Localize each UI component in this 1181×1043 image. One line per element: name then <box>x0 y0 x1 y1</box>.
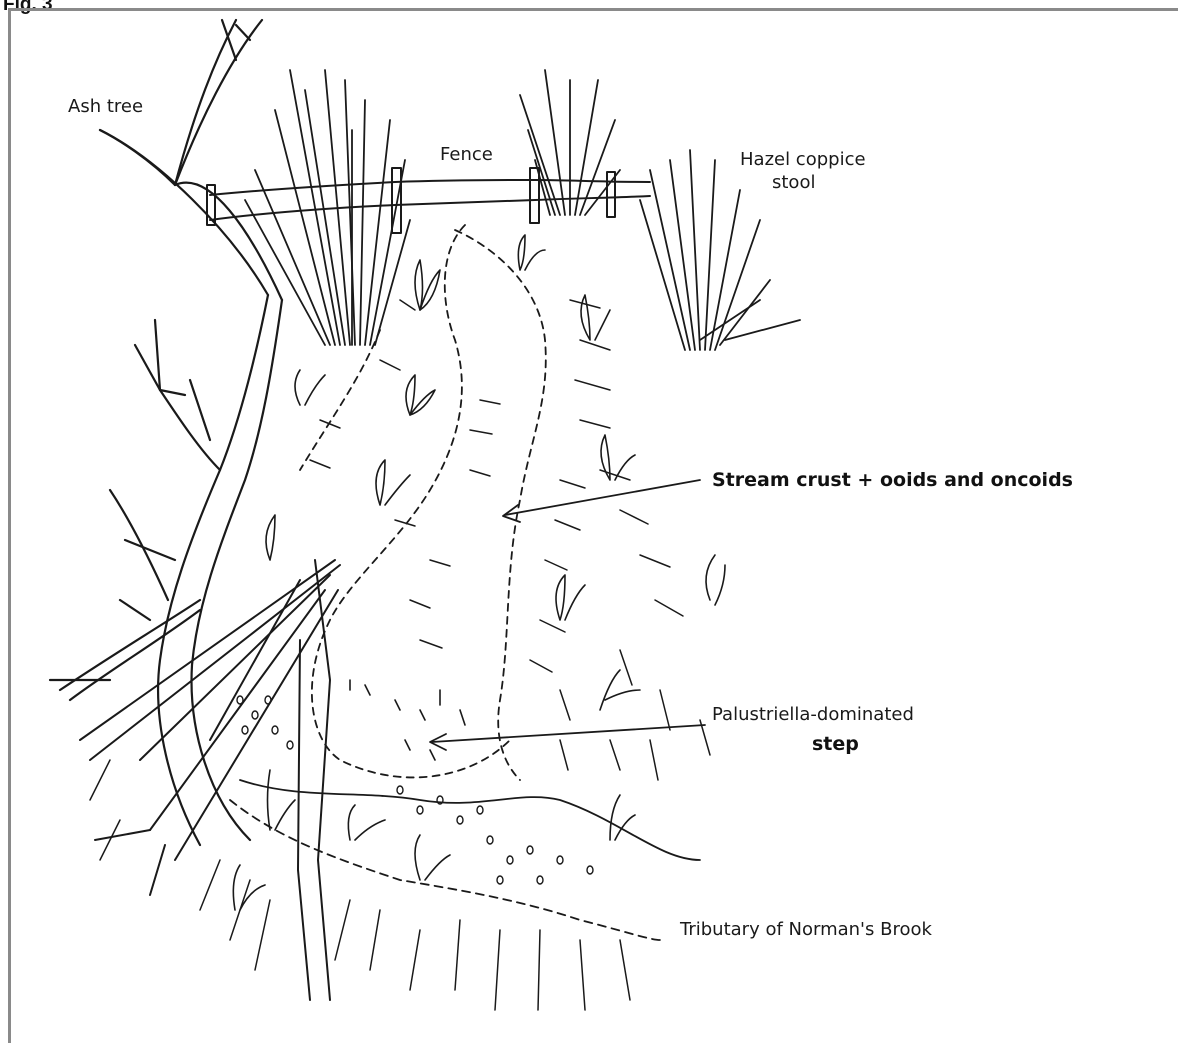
label-fence: Fence <box>440 144 493 165</box>
tributary-channel <box>230 780 700 940</box>
label-hazel-line2: stool <box>772 172 815 193</box>
label-ash-tree: Ash tree <box>68 96 143 117</box>
arrow-palustriella <box>430 725 705 750</box>
ash-tree <box>50 20 282 845</box>
shrub-clumps <box>245 70 800 350</box>
label-palustriella-line2: step <box>812 733 859 755</box>
slope-hatching <box>90 300 710 1010</box>
plant-tufts <box>233 235 725 910</box>
label-hazel-line1: Hazel coppice <box>740 149 866 170</box>
fence <box>207 168 650 233</box>
label-tributary: Tributary of Norman's Brook <box>679 919 932 940</box>
label-palustriella-line1: Palustriella-dominated <box>712 704 914 725</box>
arrow-stream-crust <box>503 480 700 522</box>
label-stream-crust: Stream crust + ooids and oncoids <box>712 469 1073 491</box>
